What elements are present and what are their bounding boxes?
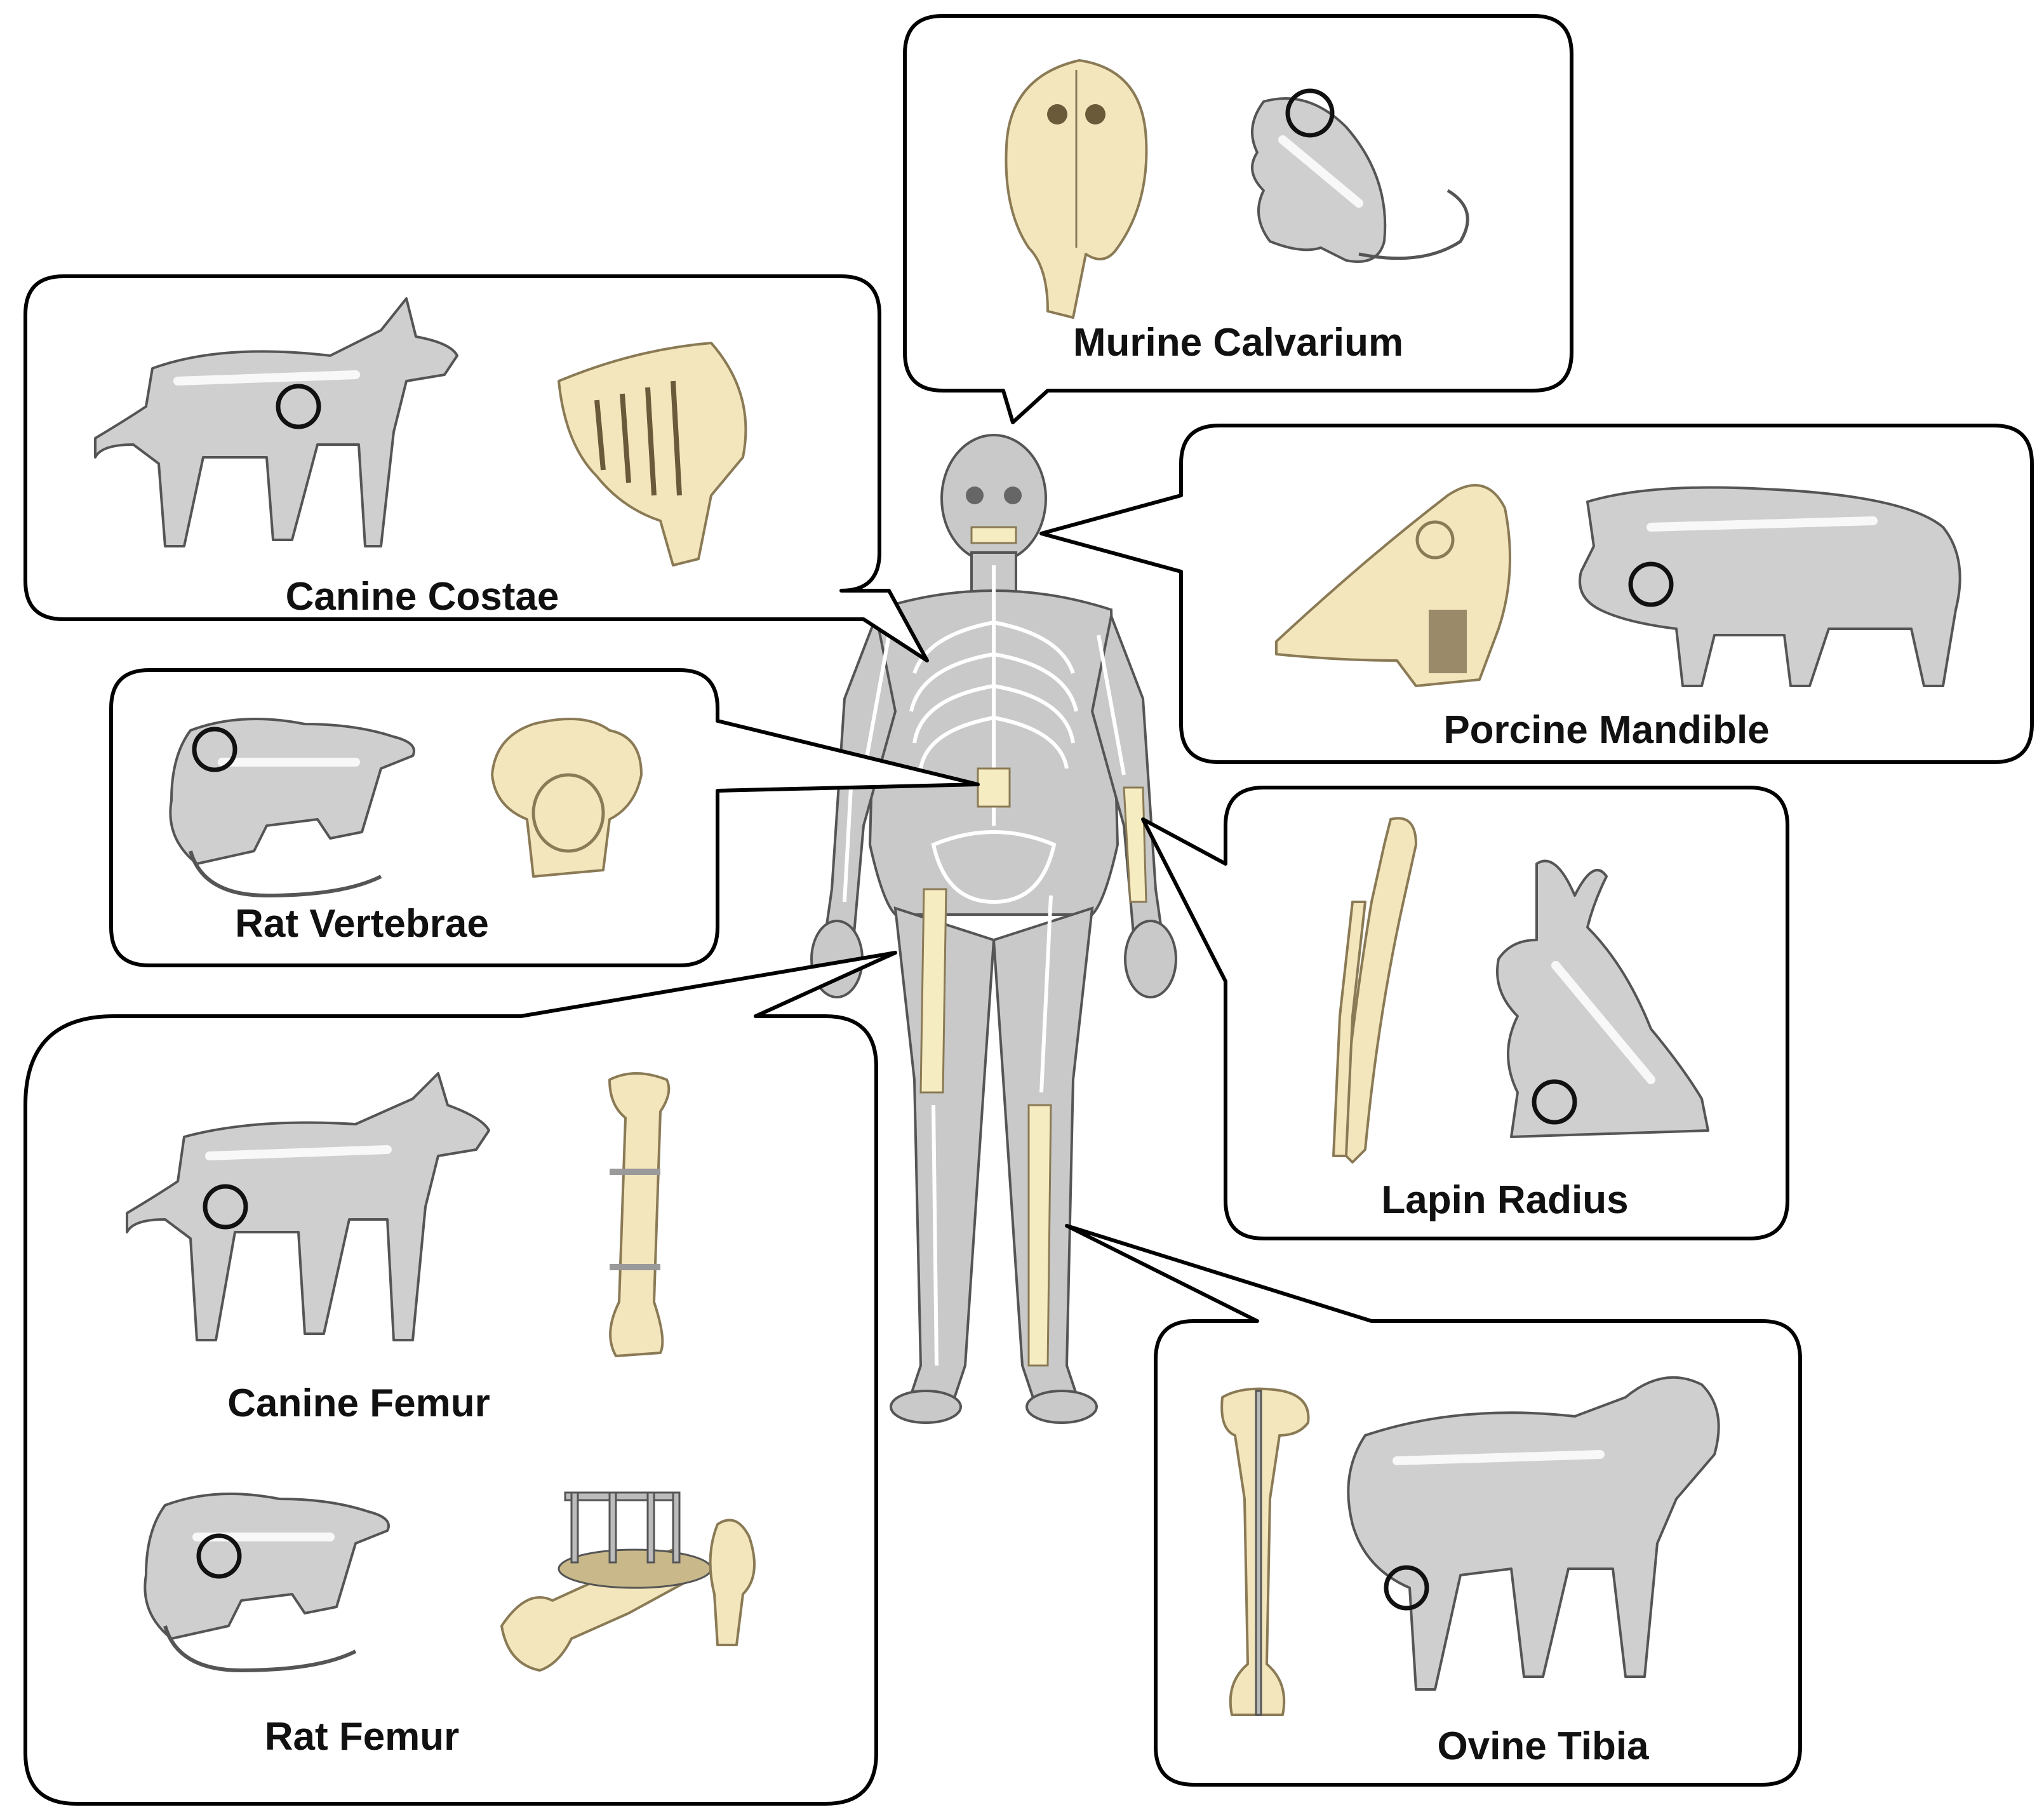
ovine-tibia-callout: Ovine Tibia [1065,1224,1802,1787]
porcine-mandible-label: Porcine Mandible [1443,708,1769,752]
rabbit-icon [1496,859,1709,1138]
canine-costae-callout: Canine Costae [23,274,929,662]
target-marker [196,1533,242,1579]
rat-icon [144,1493,390,1673]
target-marker [1532,1079,1577,1125]
femur-icon [608,1072,671,1357]
sheep-icon [1347,1376,1720,1691]
tibia-icon [1220,1387,1310,1716]
rat-vertebrae-label: Rat Vertebrae [235,902,489,946]
vertebra-icon [491,718,643,878]
porcine-mandible-callout: Porcine Mandible [1039,424,2034,764]
canine-costae-label: Canine Costae [286,575,559,619]
lapin-radius-label: Lapin Radius [1381,1178,1628,1222]
mouse-icon [1251,88,1469,263]
rat-vertebrae-callout: Rat Vertebrae [109,668,980,967]
ribcage-icon [558,342,747,567]
rat-icon [169,718,415,898]
radius-icon [1332,817,1417,1164]
dog-icon [94,297,458,547]
skull-icon [1275,484,1511,687]
target-marker [276,384,321,429]
target-marker [203,1184,248,1230]
skull-icon [1005,59,1148,319]
ovine-tibia-label: Ovine Tibia [1437,1724,1649,1768]
pig-icon [1579,486,1961,687]
target-marker [1285,88,1335,138]
target-marker [192,727,237,772]
murine-calvarium-label: Murine Calvarium [1073,321,1403,365]
murine-calvarium-callout: Murine Calvarium [903,14,1573,424]
target-marker [1628,561,1674,607]
canine-femur-label: Canine Femur [227,1381,490,1425]
target-marker [1384,1565,1429,1611]
dog-icon [126,1072,490,1341]
rat-femur-label: Rat Femur [265,1715,460,1759]
lapin-radius-callout: Lapin Radius [1141,786,1789,1240]
femur-icon [500,1491,756,1672]
femur-callout: Canine Femur Rat Femur [23,951,897,1806]
